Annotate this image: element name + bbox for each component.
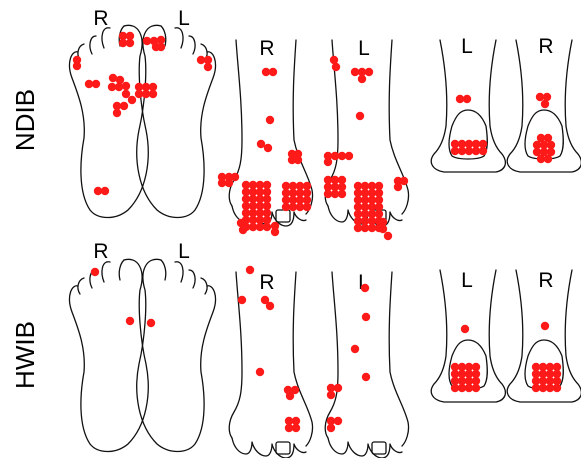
ndib-dorsal-right-letter: L — [358, 37, 370, 60]
ndib-dorsal-marker — [400, 177, 408, 185]
ndib-dorsal-marker — [394, 183, 402, 191]
ndib-heel-marker — [541, 100, 549, 108]
hwib-heels-left-letter: L — [461, 269, 473, 292]
ndib-sole-marker — [113, 109, 121, 117]
hwib-dorsal-marker — [334, 384, 342, 392]
hwib-dorsal-marker — [334, 417, 342, 425]
ndib-dorsal-marker — [324, 158, 332, 166]
hwib-sole-marker — [147, 319, 155, 327]
ndib-dorsal-marker — [332, 63, 340, 71]
hwib-dorsal-marker — [327, 391, 335, 399]
ndib-soles-left-letter: R — [93, 7, 108, 30]
hwib-dorsal-marker — [266, 302, 274, 310]
ndib-dorsal-marker — [303, 203, 311, 211]
row-label-hwib: HWIB — [10, 321, 40, 389]
ndib-dorsal-marker — [358, 75, 366, 83]
ndib-heel-marker — [479, 147, 487, 155]
ndib-dorsal-marker — [225, 179, 233, 187]
ndib-dorsal-marker — [345, 152, 353, 160]
hwib-dorsal-left-letter: R — [259, 271, 274, 294]
hwib-dorsal-marker — [238, 296, 246, 304]
ndib-dorsal-marker — [264, 144, 272, 152]
hwib-heels-right-letter: R — [538, 269, 553, 292]
ndib-dorsal-marker — [365, 68, 373, 76]
hwib-dorsal — [229, 272, 408, 458]
ndib-dorsal-marker — [263, 223, 271, 231]
ndib-dorsal-marker — [338, 190, 346, 198]
hwib-soles-left-letter: R — [93, 240, 108, 263]
ndib-sole-marker — [152, 43, 160, 51]
row-label-ndib: NDIB — [10, 89, 40, 151]
hwib-soles-right-letter: L — [178, 240, 190, 263]
hwib-dorsal-marker — [361, 284, 369, 292]
hwib-heel-marker — [541, 322, 549, 330]
hwib-dorsal-marker — [351, 345, 359, 353]
ndib-dorsal-marker — [271, 228, 279, 236]
hwib-dorsal-marker — [292, 424, 300, 432]
ndib-sole-marker — [126, 39, 134, 47]
hwib-dorsal-marker — [256, 368, 264, 376]
ndib-sole-marker — [101, 187, 109, 195]
lesion-markers — [73, 32, 561, 432]
ndib-sole-marker — [122, 82, 130, 90]
ndib-dorsal-marker — [356, 112, 364, 120]
hwib-dorsal-marker — [246, 266, 254, 274]
hwib-dorsal-marker — [286, 392, 294, 400]
hwib-dorsal-marker — [327, 424, 335, 432]
ndib-dorsal-marker — [239, 226, 247, 234]
ndib-dorsal-marker — [384, 232, 392, 240]
hwib-heel-marker — [472, 384, 480, 392]
ndib-dorsal-left-letter: R — [259, 37, 274, 60]
ndib-sole-marker — [120, 102, 128, 110]
hwib-dorsal-marker — [362, 373, 370, 381]
hwib-heel-marker — [553, 384, 561, 392]
ndib-heel-marker — [463, 95, 471, 103]
hwib-heel-marker — [461, 325, 469, 333]
ndib-sole-marker — [73, 62, 81, 70]
ndib-soles-right-letter: L — [178, 7, 190, 30]
ndib-heels-right-letter: R — [538, 35, 553, 58]
hwib-soles — [70, 259, 216, 451]
ndib-heels-left-letter: L — [461, 35, 473, 58]
hwib-sole-marker — [91, 268, 99, 276]
ndib-sole-marker — [149, 90, 157, 98]
ndib-dorsal-marker — [231, 173, 239, 181]
ndib-dorsal-marker — [379, 225, 387, 233]
ndib-sole-marker — [92, 80, 100, 88]
hwib-sole-marker — [126, 317, 134, 325]
ndib-sole-marker — [128, 96, 136, 104]
ndib-soles — [70, 25, 216, 217]
ndib-heel-marker — [544, 155, 552, 163]
ndib-dorsal-marker — [266, 116, 274, 124]
ndib-dorsal-marker — [294, 156, 302, 164]
ndib-sole-marker — [122, 90, 130, 98]
ndib-dorsal-marker — [269, 68, 277, 76]
hwib-dorsal-marker — [362, 313, 370, 321]
ndib-sole-marker — [204, 63, 212, 71]
